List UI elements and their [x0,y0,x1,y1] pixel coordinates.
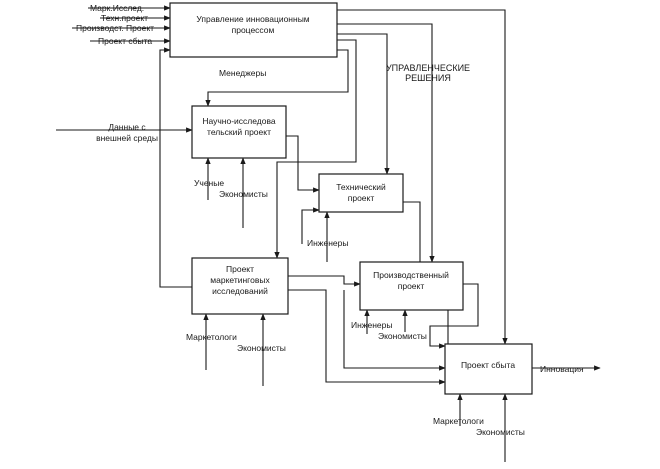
arrow-production-to-sales [429,283,479,349]
input-label-external-data-line-1: Данные с [108,122,146,132]
box-management: Управление инновационным процессом [169,2,338,58]
box-technical-line-2: проект [348,193,375,203]
arrow-marketing-to-sales [288,289,446,385]
input-label-market-research: Марк.Исслед. [90,3,144,13]
box-management-line-2: процессом [232,25,275,35]
arrow-marketing-feedback-to-management [159,47,192,288]
label-economists-marketing: Экономисты [237,343,286,353]
label-economists-production: Экономисты [378,331,427,341]
arrow-marketing-to-production [288,275,361,287]
box-technical: Технический проект [318,173,404,213]
label-management-decisions-line-2: РЕШЕНИЯ [405,73,451,83]
arrow-managers-to-research [205,49,349,107]
label-engineers-technical: Инженеры [307,238,348,248]
arrow-research-to-technical [286,135,320,193]
label-scientists: Ученые [194,178,224,188]
box-sales: Проект сбыта [444,343,533,395]
label-economists-sales: Экономисты [476,427,525,437]
box-production-line-2: проект [398,281,425,291]
input-label-tech-project: Техн.проект [101,13,148,23]
box-research: Научно-исследова тельский проект [191,105,287,159]
label-engineers-production: Инженеры [351,320,392,330]
label-management-decisions-line-1: УПРАВЛЕНЧЕСКИЕ [386,63,470,73]
label-managers: Менеджеры [219,68,266,78]
arrow-sales-from-marketing-lower [343,290,446,371]
arrow-decision-to-technical [337,33,390,175]
input-label-production-project: Производст. Проект [76,23,154,33]
connection-lines [56,5,601,462]
box-technical-line-1: Технический [336,182,386,192]
arrow-decision-to-production [337,23,435,263]
box-production-line-1: Производственный [373,270,449,280]
output-label-innovation: Инновация [540,364,584,374]
box-research-line-1: Научно-исследова [202,116,276,126]
arrow-marketing-to-technical [301,207,320,244]
box-production: Производственный проект [359,261,464,311]
arrow-decision-to-sales [337,9,508,345]
label-marketers-sales: Маркетологи [433,416,484,426]
input-label-sales-project: Проект сбыта [98,36,152,46]
box-management-line-1: Управление инновационным [196,14,309,24]
box-marketing: Проект маркетинговых исследований [191,257,289,315]
arrow-decision-to-marketing [274,39,357,259]
box-marketing-line-1: Проект [226,264,254,274]
box-marketing-line-2: маркетинговых [210,275,270,285]
input-label-external-data-line-2: внешней среды [96,133,158,143]
box-sales-line-1: Проект сбыта [461,360,515,370]
box-marketing-line-3: исследований [212,286,268,296]
label-economists-research: Экономисты [219,189,268,199]
box-research-line-2: тельский проект [207,127,271,137]
label-marketers-marketing: Маркетологи [186,332,237,342]
